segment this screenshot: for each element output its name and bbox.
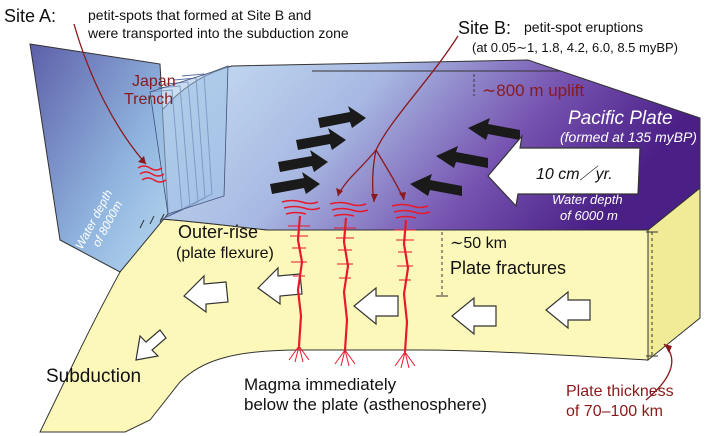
section-arrows: [135, 266, 591, 361]
arrow-left-icon: [436, 146, 488, 168]
site-b-line2: (at 0.05∼1, 1.8, 4.2, 6.0, 8.5 myBP): [472, 40, 678, 55]
japan-label: Japan: [132, 73, 176, 90]
site-b-leader-1: [337, 35, 459, 197]
arrow-right-icon: [296, 128, 346, 150]
depth-east-line1: Water depth: [552, 192, 623, 207]
trench-face: [149, 65, 229, 215]
subducting-slab: [29, 43, 169, 273]
magma-line1: Magma immediately: [244, 375, 397, 394]
site-a-leader: [73, 23, 147, 165]
conduit-1: [288, 215, 310, 363]
formed-at-label: (formed at 135 myBP): [560, 129, 697, 145]
subduction-label: Subduction: [46, 366, 141, 387]
site-b-line1: petit-spot eruptions: [524, 19, 643, 35]
thickness-line1: Plate thickness: [566, 383, 674, 400]
speed-label: 10 cm／yr.: [536, 165, 613, 183]
plate-motion-arrow: [487, 133, 641, 208]
site-b-eruptions: [281, 199, 431, 219]
trench-label: Trench: [124, 91, 173, 108]
surface-arrows-east: [270, 106, 366, 194]
arrow-down-left-icon: [135, 329, 167, 361]
conduit-2: [334, 217, 356, 367]
arrow-left-icon: [410, 174, 462, 196]
arrow-right-icon: [318, 106, 366, 128]
arrow-left-icon: [183, 274, 229, 314]
site-a-marker: [137, 165, 167, 183]
leader-arrowheads: [138, 156, 672, 353]
arrow-left-icon: [353, 286, 399, 326]
site-a-line1: petit-spots that formed at Site B and: [88, 7, 311, 23]
arrow-left-icon: [468, 118, 520, 140]
flexure-ticks: [139, 213, 165, 229]
thickness-line2: of 70–100 km: [566, 403, 663, 420]
magma-conduits: [288, 215, 416, 369]
magma-line2: below the plate (asthenosphere): [244, 395, 487, 414]
uplift-label: ∼800 m uplift: [482, 81, 584, 100]
pacific-plate-label: Pacific Plate: [568, 108, 673, 129]
arrow-left-icon: [451, 296, 497, 336]
arrow-right-icon: [278, 150, 328, 172]
conduit-3: [394, 219, 416, 369]
surface-arrows-west: [410, 118, 520, 196]
fifty-km-label: ∼50 km: [450, 235, 507, 252]
arrow-right-icon: [270, 172, 320, 194]
site-b-title: Site B:: [458, 18, 511, 38]
plate-fractures-label: Plate fractures: [450, 258, 566, 278]
site-a-line2: were transported into the subduction zon…: [87, 25, 349, 41]
arrow-left-icon: [545, 290, 591, 330]
site-a-title: Site A:: [4, 6, 56, 26]
plate-flexure-label: (plate flexure): [176, 245, 274, 262]
outer-rise-label: Outer-rise: [178, 222, 258, 242]
depth-east-line2: of 6000 m: [560, 208, 618, 223]
